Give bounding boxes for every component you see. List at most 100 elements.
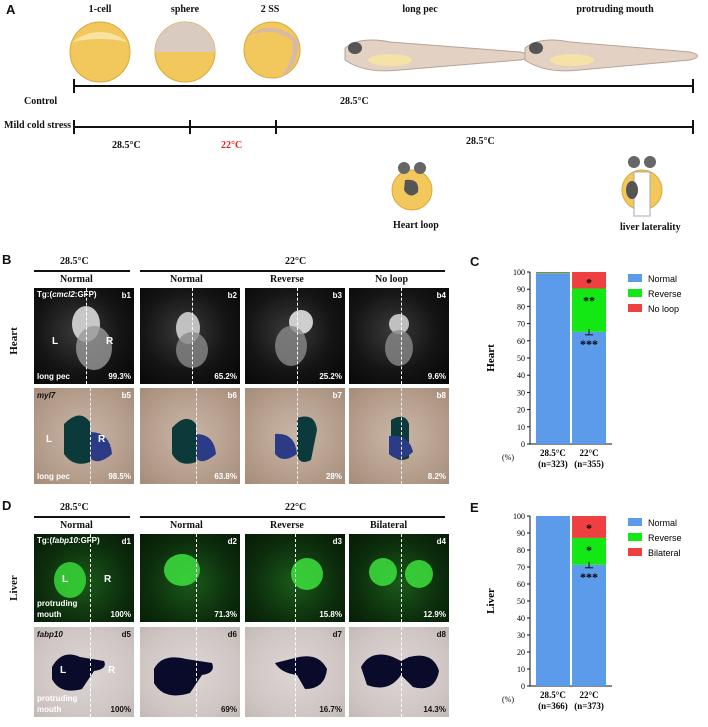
y-tick-label: 60: [517, 580, 525, 589]
x-category-n: (n=323): [538, 459, 568, 469]
y-tick-label: 30: [517, 388, 525, 397]
midline: [297, 288, 298, 384]
stage-protruding-mouth-label: protruding mouth: [576, 4, 654, 15]
stage-sphere-label: sphere: [170, 4, 200, 15]
heart-ish-image-b7: b7 28%: [245, 388, 345, 484]
percentage: 99.3%: [108, 372, 131, 381]
bar-segment-no-loop: [535, 272, 570, 273]
image-id: b4: [436, 291, 446, 300]
y-tick-label: 70: [517, 320, 525, 329]
y-tick-label: 100: [513, 512, 525, 521]
bar-segment-normal: [535, 273, 570, 444]
probe-label: fabp10: [37, 630, 63, 639]
y-axis-title: Heart: [485, 344, 497, 372]
midline: [297, 388, 298, 484]
stage-label-line2: mouth: [37, 610, 62, 619]
liver-ish-image-d8: d8 14.3%: [349, 627, 449, 717]
significance-marker: *: [586, 275, 592, 289]
percentage: 65.2%: [214, 372, 237, 381]
y-tick-label: 70: [517, 563, 525, 572]
legend-label: Normal: [648, 518, 677, 528]
x-category-label: 28.5°C: [540, 690, 566, 700]
heart-cold-temp: 22°C: [285, 256, 307, 267]
stress-tick-3: [275, 120, 277, 134]
liver-col-normal-control: Normal: [60, 520, 93, 531]
heart-col-normal-control: Normal: [60, 274, 93, 285]
heart-gfp-image-b4: b4 9.6%: [349, 288, 449, 384]
midline: [401, 534, 402, 622]
bar-segment-normal: [535, 516, 570, 686]
percentage: 100%: [110, 705, 131, 714]
stress-timeline: [74, 126, 694, 128]
stress-temp-2: 28.5°C: [466, 136, 495, 147]
embryo-sphere-icon: [154, 21, 216, 83]
midline: [90, 388, 91, 484]
midline: [90, 534, 91, 622]
image-id: d5: [121, 630, 131, 639]
image-id: d6: [227, 630, 237, 639]
heart-gfp-image-b1: Tg:(cmcl2:GFP) b1 L R long pec 99.3%: [34, 288, 134, 384]
control-timeline-start: [73, 79, 75, 93]
significance-marker: *: [586, 521, 592, 535]
panel-d-letter: D: [2, 498, 12, 513]
liver-cold-temp: 22°C: [285, 502, 307, 513]
midline: [86, 288, 87, 384]
midline: [196, 627, 197, 717]
image-id: b7: [332, 391, 342, 400]
x-category-label: 28.5°C: [540, 448, 566, 458]
y-tick-label: 80: [517, 302, 525, 311]
y-tick-label: 100: [513, 268, 525, 277]
y-tick-label: 60: [517, 337, 525, 346]
heart-col-reverse: Reverse: [270, 274, 304, 285]
significance-marker: ***: [580, 337, 598, 351]
liver-col-reverse: Reverse: [270, 520, 304, 531]
bar-segment-normal: [572, 331, 607, 444]
x-category-label: 22°C: [579, 448, 598, 458]
larva-protruding-mouth-icon: [524, 39, 698, 72]
transgene-label: Tg:(fabp10:GFP): [37, 536, 100, 545]
image-id: b3: [332, 291, 342, 300]
percentage: 15.8%: [319, 610, 342, 619]
legend-swatch-normal: [628, 518, 642, 526]
bar-segment-no-loop: [572, 272, 607, 289]
significance-marker: *: [586, 543, 592, 557]
percentage: 100%: [110, 610, 131, 619]
control-temp: 28.5°C: [340, 96, 369, 107]
image-id: d3: [332, 537, 342, 546]
legend-label: Normal: [648, 274, 677, 284]
percentage: 63.8%: [214, 472, 237, 481]
image-id: d4: [436, 537, 446, 546]
stage-long-pec-label: long pec: [402, 4, 438, 15]
y-unit-label: (%): [502, 695, 514, 704]
control-label: Control: [24, 96, 58, 107]
image-id: b2: [227, 291, 237, 300]
image-id: d1: [121, 537, 131, 546]
percentage: 69%: [220, 705, 237, 714]
y-tick-label: 40: [517, 614, 525, 623]
liver-col-bilateral: Bilateral: [370, 520, 408, 531]
x-category-n: (n=373): [574, 701, 604, 711]
percentage: 12.9%: [423, 610, 446, 619]
y-tick-label: 0: [521, 440, 525, 449]
percentage: 98.5%: [108, 472, 131, 481]
y-tick-label: 80: [517, 546, 525, 555]
y-tick-label: 20: [517, 406, 525, 415]
left-label: L: [60, 665, 67, 676]
y-axis-title: Liver: [485, 588, 497, 614]
midline: [295, 627, 296, 717]
stage-label-line1: protruding: [37, 694, 78, 703]
transgene-label: Tg:(cmcl2:GFP): [37, 290, 97, 299]
y-tick-label: 50: [517, 597, 525, 606]
y-tick-label: 90: [517, 529, 525, 538]
heart-cold-divider: [140, 270, 445, 272]
bar-segment-bilateral: [572, 516, 607, 538]
liver-gfp-image-d2: d2 71.3%: [140, 534, 240, 622]
y-tick-label: 40: [517, 371, 525, 380]
left-label: L: [52, 336, 59, 347]
y-unit-label: (%): [502, 453, 514, 462]
heart-gfp-image-b2: b2 65.2%: [140, 288, 240, 384]
y-tick-label: 90: [517, 285, 525, 294]
liver-gfp-image-d4: d4 12.9%: [349, 534, 449, 622]
embryo-2ss-icon: [243, 21, 301, 79]
stage-label-line2: mouth: [37, 705, 62, 714]
